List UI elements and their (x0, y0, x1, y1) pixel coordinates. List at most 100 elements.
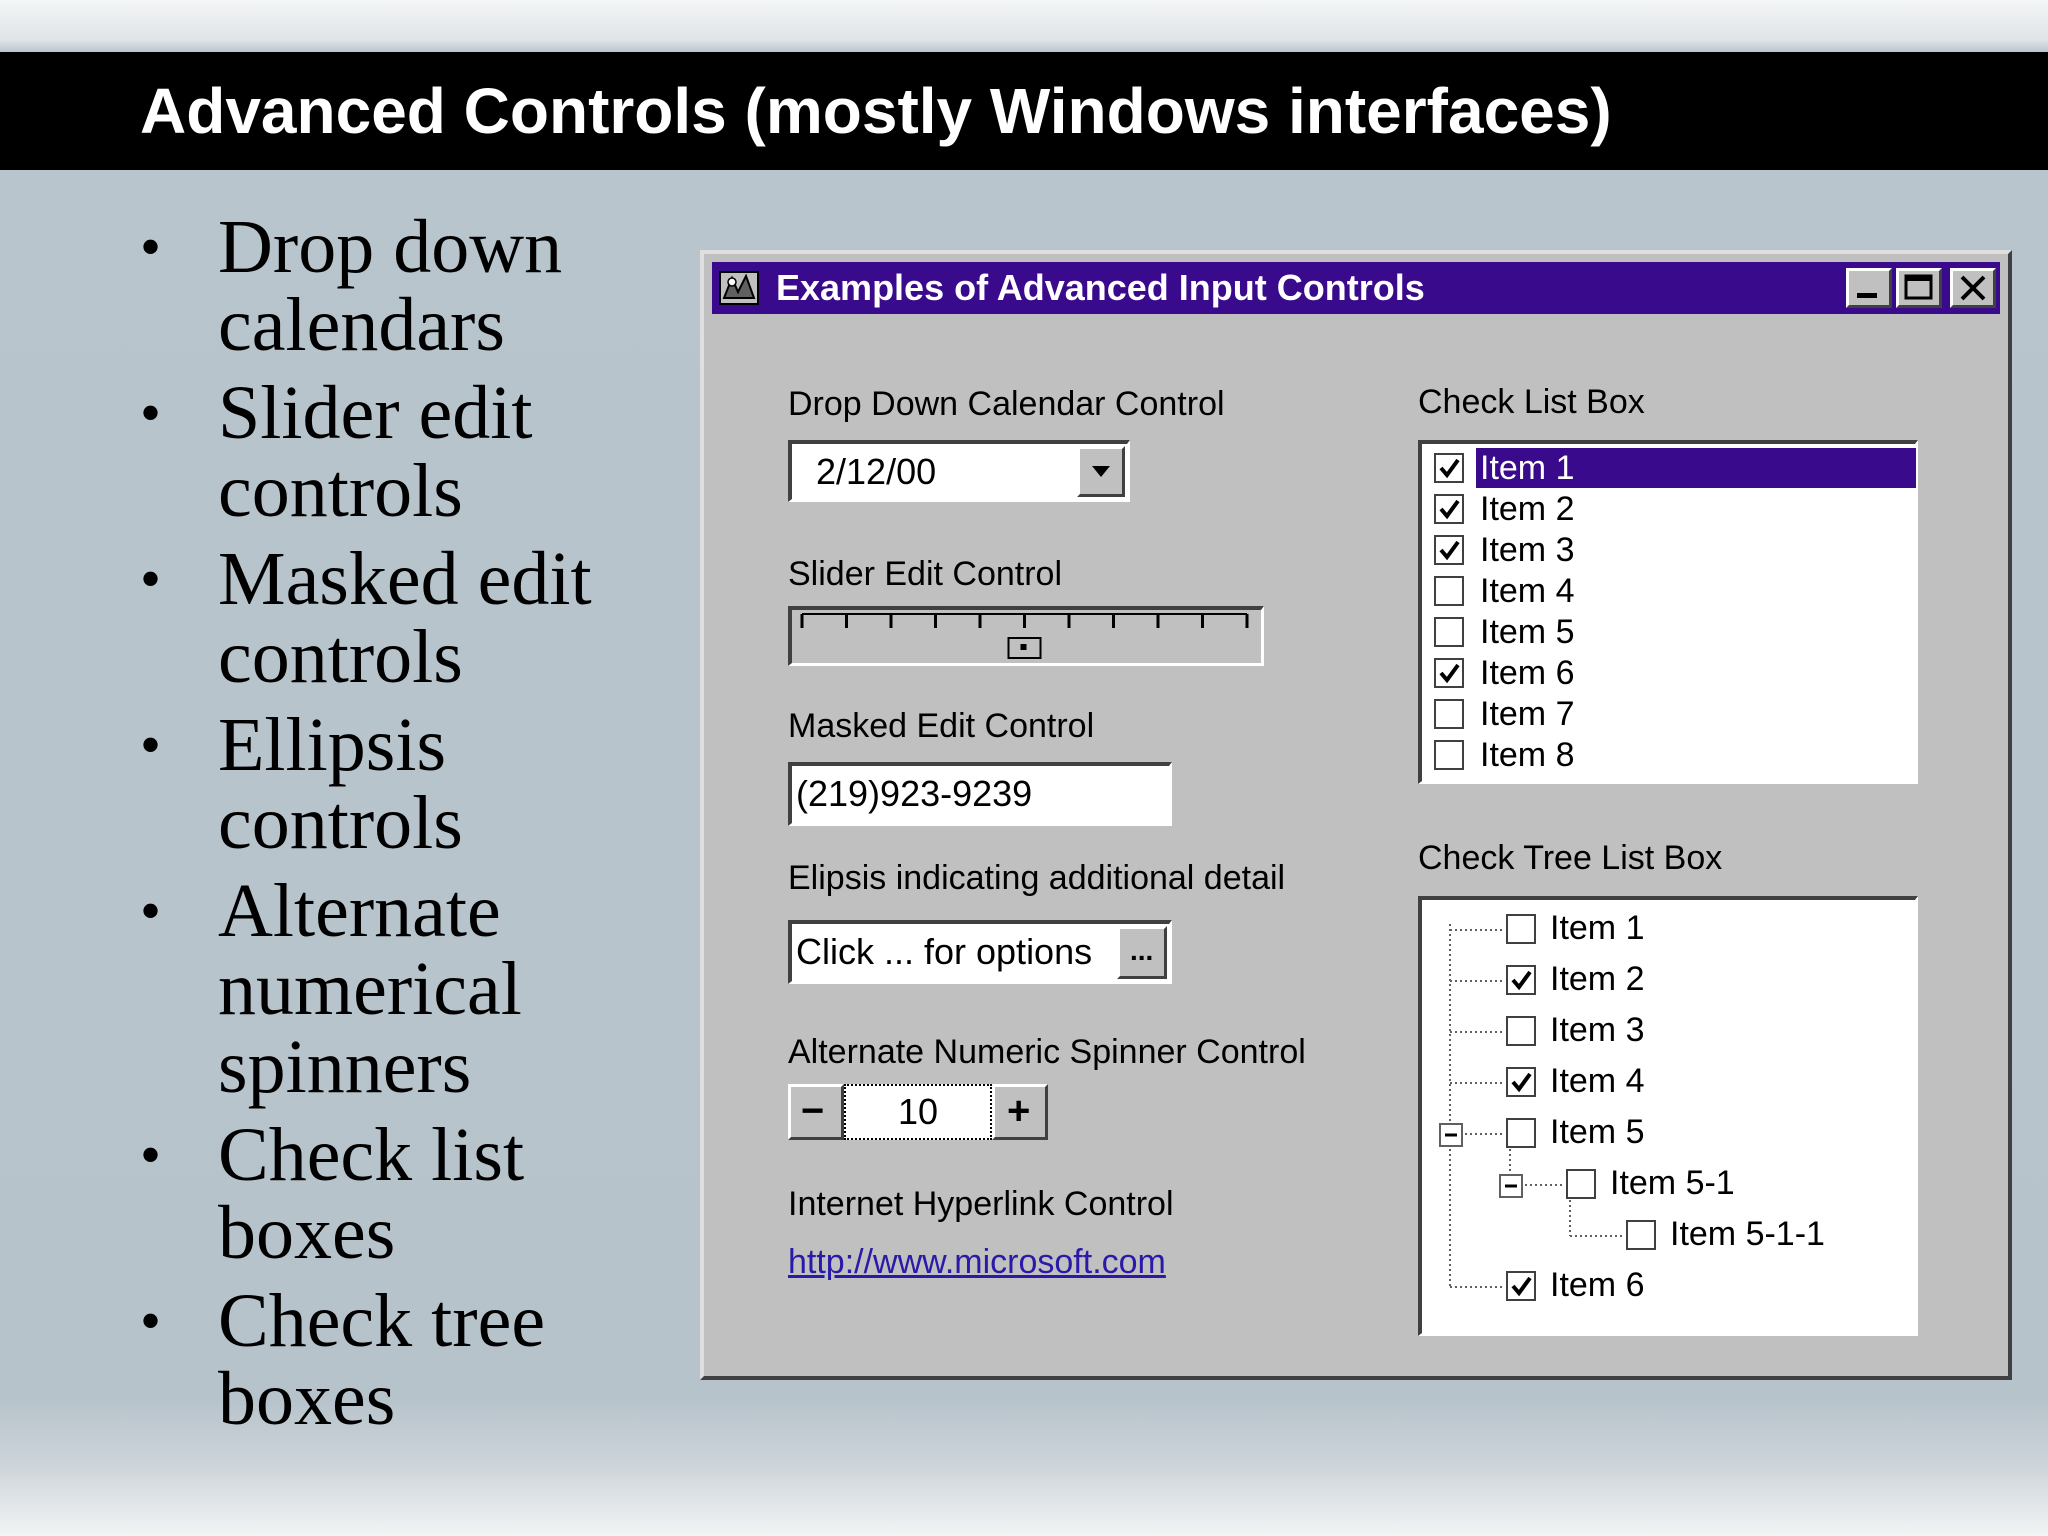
calendar-dropdown-button[interactable] (1077, 446, 1125, 497)
check-list-item[interactable]: Item 5 (1430, 612, 1916, 652)
tree-item-label[interactable]: Item 5-1 (1610, 1164, 1735, 1202)
check-mark-icon (1511, 1072, 1532, 1093)
checkbox[interactable] (1434, 658, 1464, 688)
maximize-button[interactable] (1896, 268, 1942, 308)
check-list-item-label: Item 8 (1480, 736, 1575, 774)
checkbox[interactable] (1506, 1271, 1536, 1301)
spinner-increment-button[interactable]: + (992, 1084, 1048, 1140)
hyperlink[interactable]: http://www.microsoft.com (788, 1243, 1166, 1281)
slide-title-bar: Advanced Controls (mostly Windows interf… (0, 52, 2048, 170)
collapse-toggle[interactable] (1439, 1123, 1463, 1147)
bullet-dot: • (140, 546, 162, 612)
maximize-icon (1904, 274, 1933, 300)
tree-item-label[interactable]: Item 6 (1550, 1266, 1645, 1304)
bullet-text: Masked edit controls (218, 537, 592, 699)
checkbox[interactable] (1434, 576, 1464, 606)
check-mark-icon (1439, 540, 1460, 561)
bullet-item: •Slider edit controls (140, 374, 680, 530)
ellipsis-value: Click ... for options (796, 931, 1093, 972)
collapse-toggle[interactable] (1499, 1174, 1523, 1198)
tree-item-label[interactable]: Item 5-1-1 (1670, 1215, 1825, 1253)
calendar-label: Drop Down Calendar Control (788, 385, 1225, 423)
bullet-item: • Masked edit controls (140, 540, 680, 696)
spinner-decrement-button[interactable]: − (788, 1084, 844, 1140)
checkbox[interactable] (1506, 1016, 1536, 1046)
checkbox[interactable] (1434, 453, 1464, 483)
check-mark-icon (1511, 970, 1532, 991)
checkbox[interactable] (1434, 740, 1464, 770)
checkbox[interactable] (1434, 494, 1464, 524)
slider-control[interactable] (788, 606, 1264, 666)
checkbox[interactable] (1506, 965, 1536, 995)
bullet-list: •Drop down calendars •Slider edit contro… (140, 208, 680, 1448)
slider-thumb[interactable] (1007, 637, 1042, 659)
check-list-item[interactable]: Item 3 (1430, 530, 1916, 570)
bullet-item: • Drop down calendars (140, 208, 680, 364)
check-mark-icon (1511, 1276, 1532, 1297)
check-mark-icon (1439, 663, 1460, 684)
masked-edit-input[interactable]: (219)923-9239 (788, 762, 1172, 826)
masked-edit-label: Masked Edit Control (788, 707, 1095, 745)
checkbox[interactable] (1434, 699, 1464, 729)
tree-item-label[interactable]: Item 1 (1550, 909, 1645, 947)
bullet-dot: • (140, 1122, 162, 1188)
check-list-item-label: Item 1 (1480, 449, 1575, 487)
check-list-item-label: Item 5 (1480, 613, 1575, 651)
checkbox[interactable] (1566, 1169, 1596, 1199)
bullet-dot: • (140, 712, 162, 778)
check-list-item-label: Item 4 (1480, 572, 1575, 610)
checkbox[interactable] (1626, 1220, 1656, 1250)
minus-icon: − (801, 1089, 825, 1133)
bullet-item: •Alternate numerical spinners (140, 872, 680, 1106)
plus-icon: + (1007, 1089, 1031, 1133)
spinner-value-field[interactable]: 10 (844, 1084, 992, 1140)
checkbox[interactable] (1506, 1118, 1536, 1148)
bullet-item: •Ellipsis controls (140, 706, 680, 862)
ellipsis-input[interactable]: Click ... for options ... (788, 920, 1172, 984)
check-list-item-label: Item 7 (1480, 695, 1575, 733)
spinner-label: Alternate Numeric Spinner Control (788, 1033, 1306, 1071)
bullet-text: Check tree boxes (218, 1279, 546, 1441)
calendar-value: 2/12/00 (816, 451, 937, 492)
tree-item-label[interactable]: Item 2 (1550, 960, 1645, 998)
slider-track[interactable] (792, 610, 1261, 663)
chevron-down-icon (1092, 466, 1110, 477)
dialog-title-bar[interactable]: Examples of Advanced Input Controls (712, 262, 2000, 314)
tree-item-label[interactable]: Item 5 (1550, 1113, 1645, 1151)
check-list-item[interactable]: Item 1 (1430, 448, 1916, 488)
checkbox[interactable] (1506, 1067, 1536, 1097)
app-icon[interactable] (718, 268, 762, 308)
bullet-text: Slider edit controls (218, 371, 533, 533)
tree-lines (1439, 924, 1622, 1288)
masked-edit-value: (219)923-9239 (796, 773, 1033, 814)
calendar-dropdown[interactable]: 2/12/00 (788, 440, 1130, 502)
check-list-label: Check List Box (1418, 383, 1645, 421)
bullet-text: Check list boxes (218, 1113, 525, 1275)
close-button[interactable] (1950, 268, 1996, 308)
check-list-item-label: Item 3 (1480, 531, 1575, 569)
ellipsis-button[interactable]: ... (1117, 926, 1167, 979)
check-list-item[interactable]: Item 2 (1430, 489, 1916, 529)
check-list-item[interactable]: Item 4 (1430, 571, 1916, 611)
tree-item-label[interactable]: Item 4 (1550, 1062, 1645, 1100)
selection-highlight (1476, 448, 1916, 488)
check-tree-label: Check Tree List Box (1418, 839, 1723, 877)
check-list-item[interactable]: Item 7 (1430, 694, 1916, 734)
minimize-button[interactable] (1846, 268, 1892, 308)
checkbox[interactable] (1434, 617, 1464, 647)
check-list-item[interactable]: Item 6 (1430, 653, 1916, 693)
check-list-item-label: Item 2 (1480, 490, 1575, 528)
bullet-dot: • (140, 214, 162, 280)
bullet-text: Drop down calendars (218, 205, 563, 367)
checkbox[interactable] (1506, 914, 1536, 944)
ellipsis-icon: ... (1130, 935, 1154, 966)
bullet-dot: • (140, 878, 162, 944)
bullet-item: • Check list boxes (140, 1116, 680, 1272)
check-list-item[interactable]: Item 8 (1430, 735, 1916, 775)
bullet-dot: • (140, 1288, 162, 1354)
dialog-window: Examples of Advanced Input Controls Drop… (700, 250, 2012, 1380)
tree-item-label[interactable]: Item 3 (1550, 1011, 1645, 1049)
checkbox[interactable] (1434, 535, 1464, 565)
